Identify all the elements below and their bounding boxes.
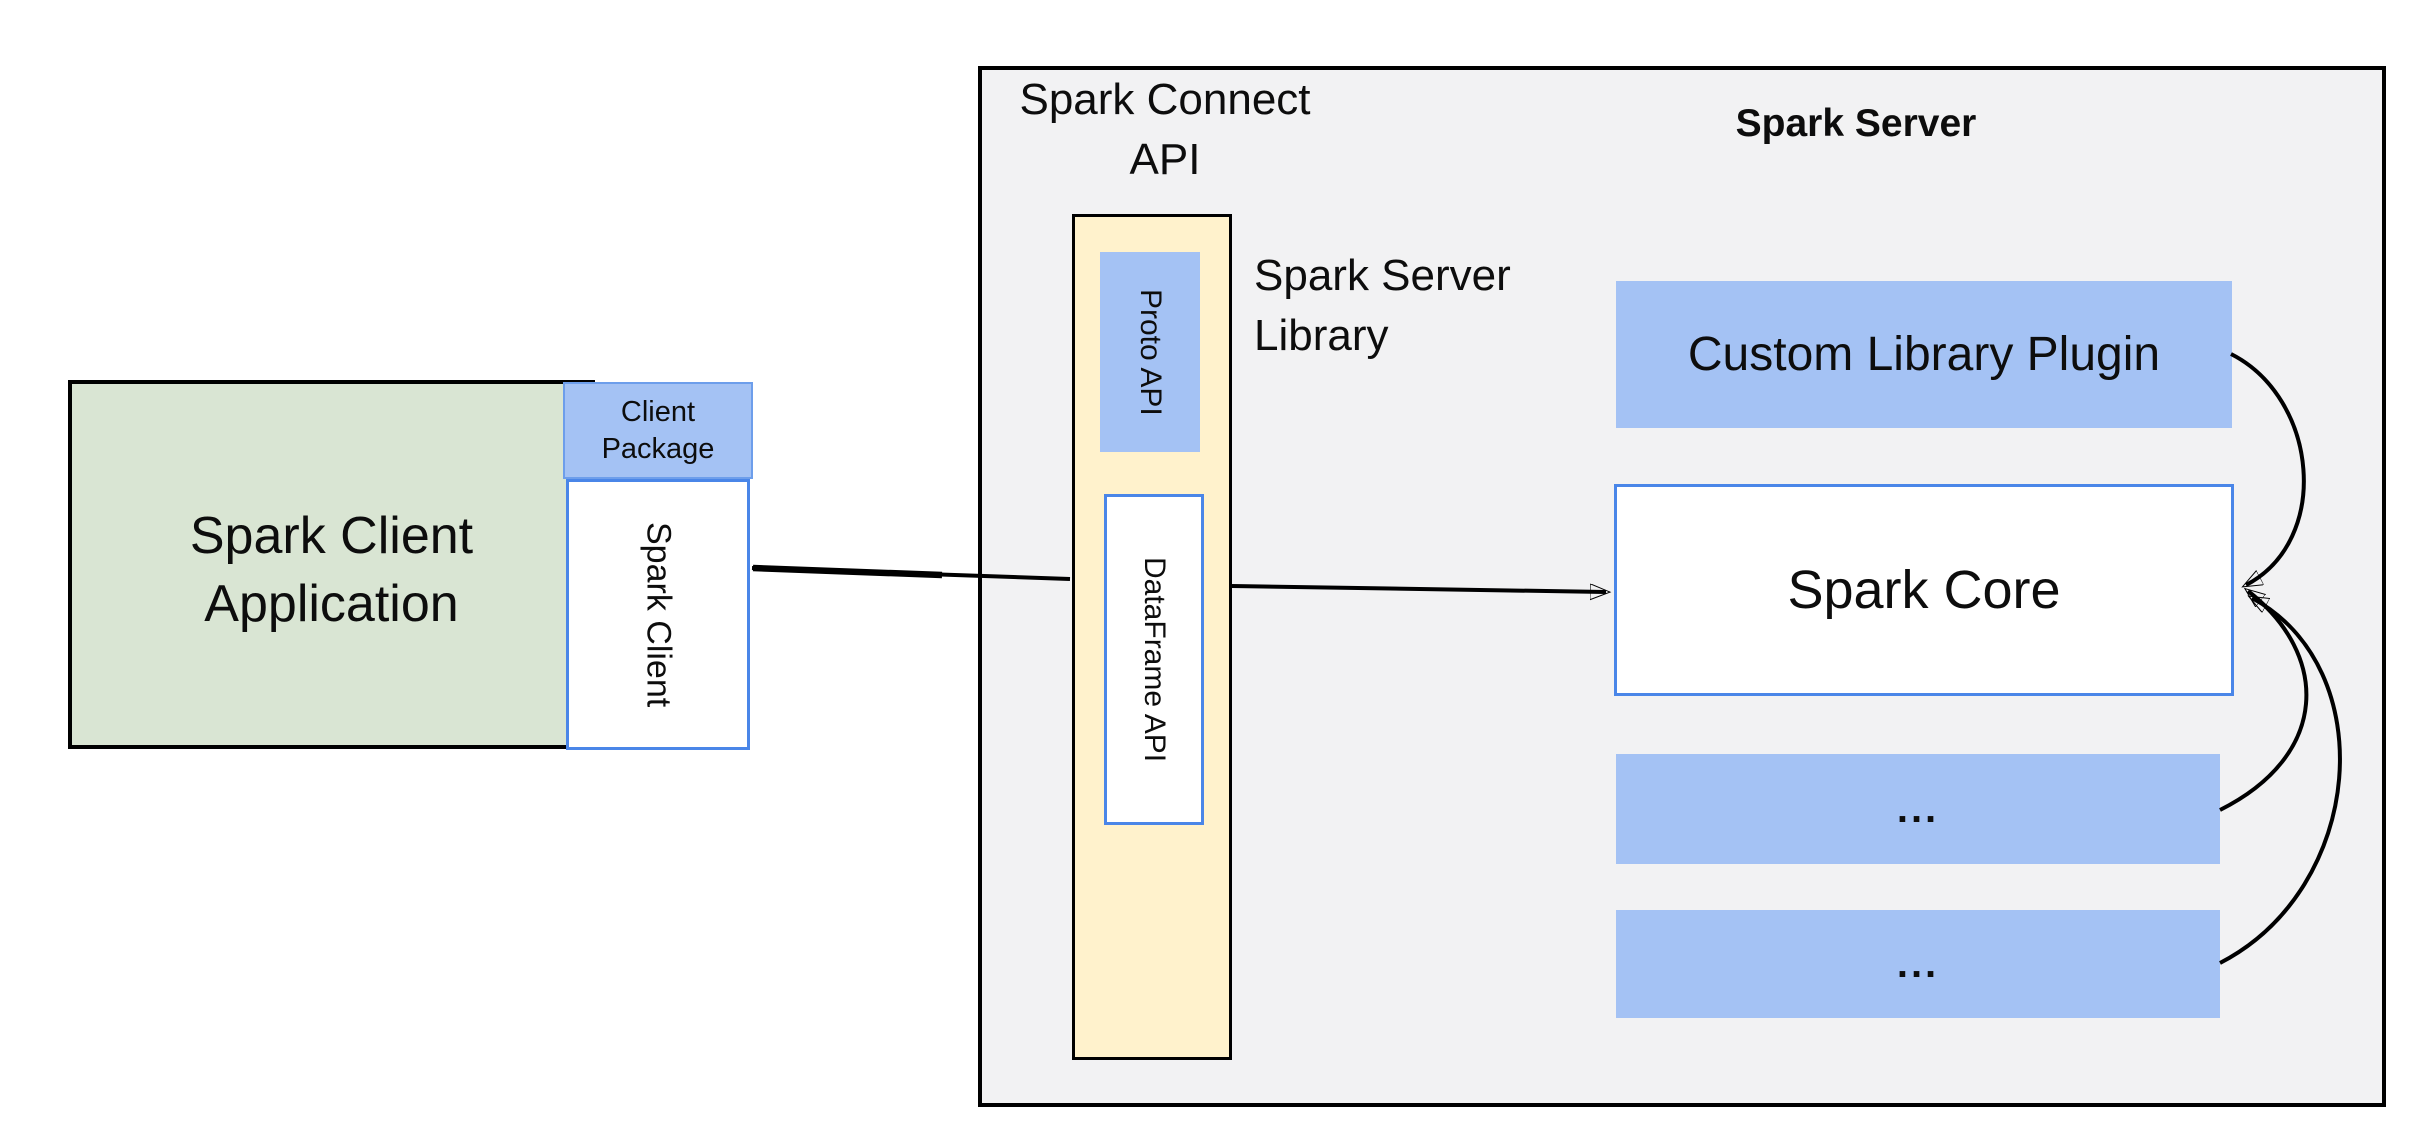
plugin-placeholder-box-2: ... [1616,910,2220,1018]
spark-client-application-label: Spark Client Application [189,506,474,633]
dataframe-api-box: DataFrame API [1104,494,1204,825]
plugin-placeholder-label-1: ... [1896,787,1940,831]
spark-client-label: Spark Client [639,521,678,708]
proto-api-label: Proto API [1134,288,1167,416]
dataframe-api-label: DataFrame API [1138,556,1171,763]
custom-library-plugin-box: Custom Library Plugin [1616,281,2232,428]
custom-library-plugin-label: Custom Library Plugin [1687,328,2161,381]
spark-client-application-box: Spark Client Application [68,380,595,749]
plugin-placeholder-box-1: ... [1616,754,2220,864]
spark-server-title: Spark Server [1735,102,1977,145]
plugin-placeholder-label-2: ... [1896,942,1940,986]
spark-core-box: Spark Core [1614,484,2234,696]
spark-server-library-label: Spark Server Library [1254,251,1511,360]
client-to-connect-arrow-thick-segment [752,564,943,579]
client-package-box: Client Package [563,382,753,479]
client-package-label: Client Package [601,395,715,465]
spark-core-label: Spark Core [1787,560,2061,620]
spark-connect-api-label: Spark Connect API [1019,75,1311,184]
proto-api-box: Proto API [1100,252,1200,452]
spark-client-box: Spark Client [566,479,750,750]
